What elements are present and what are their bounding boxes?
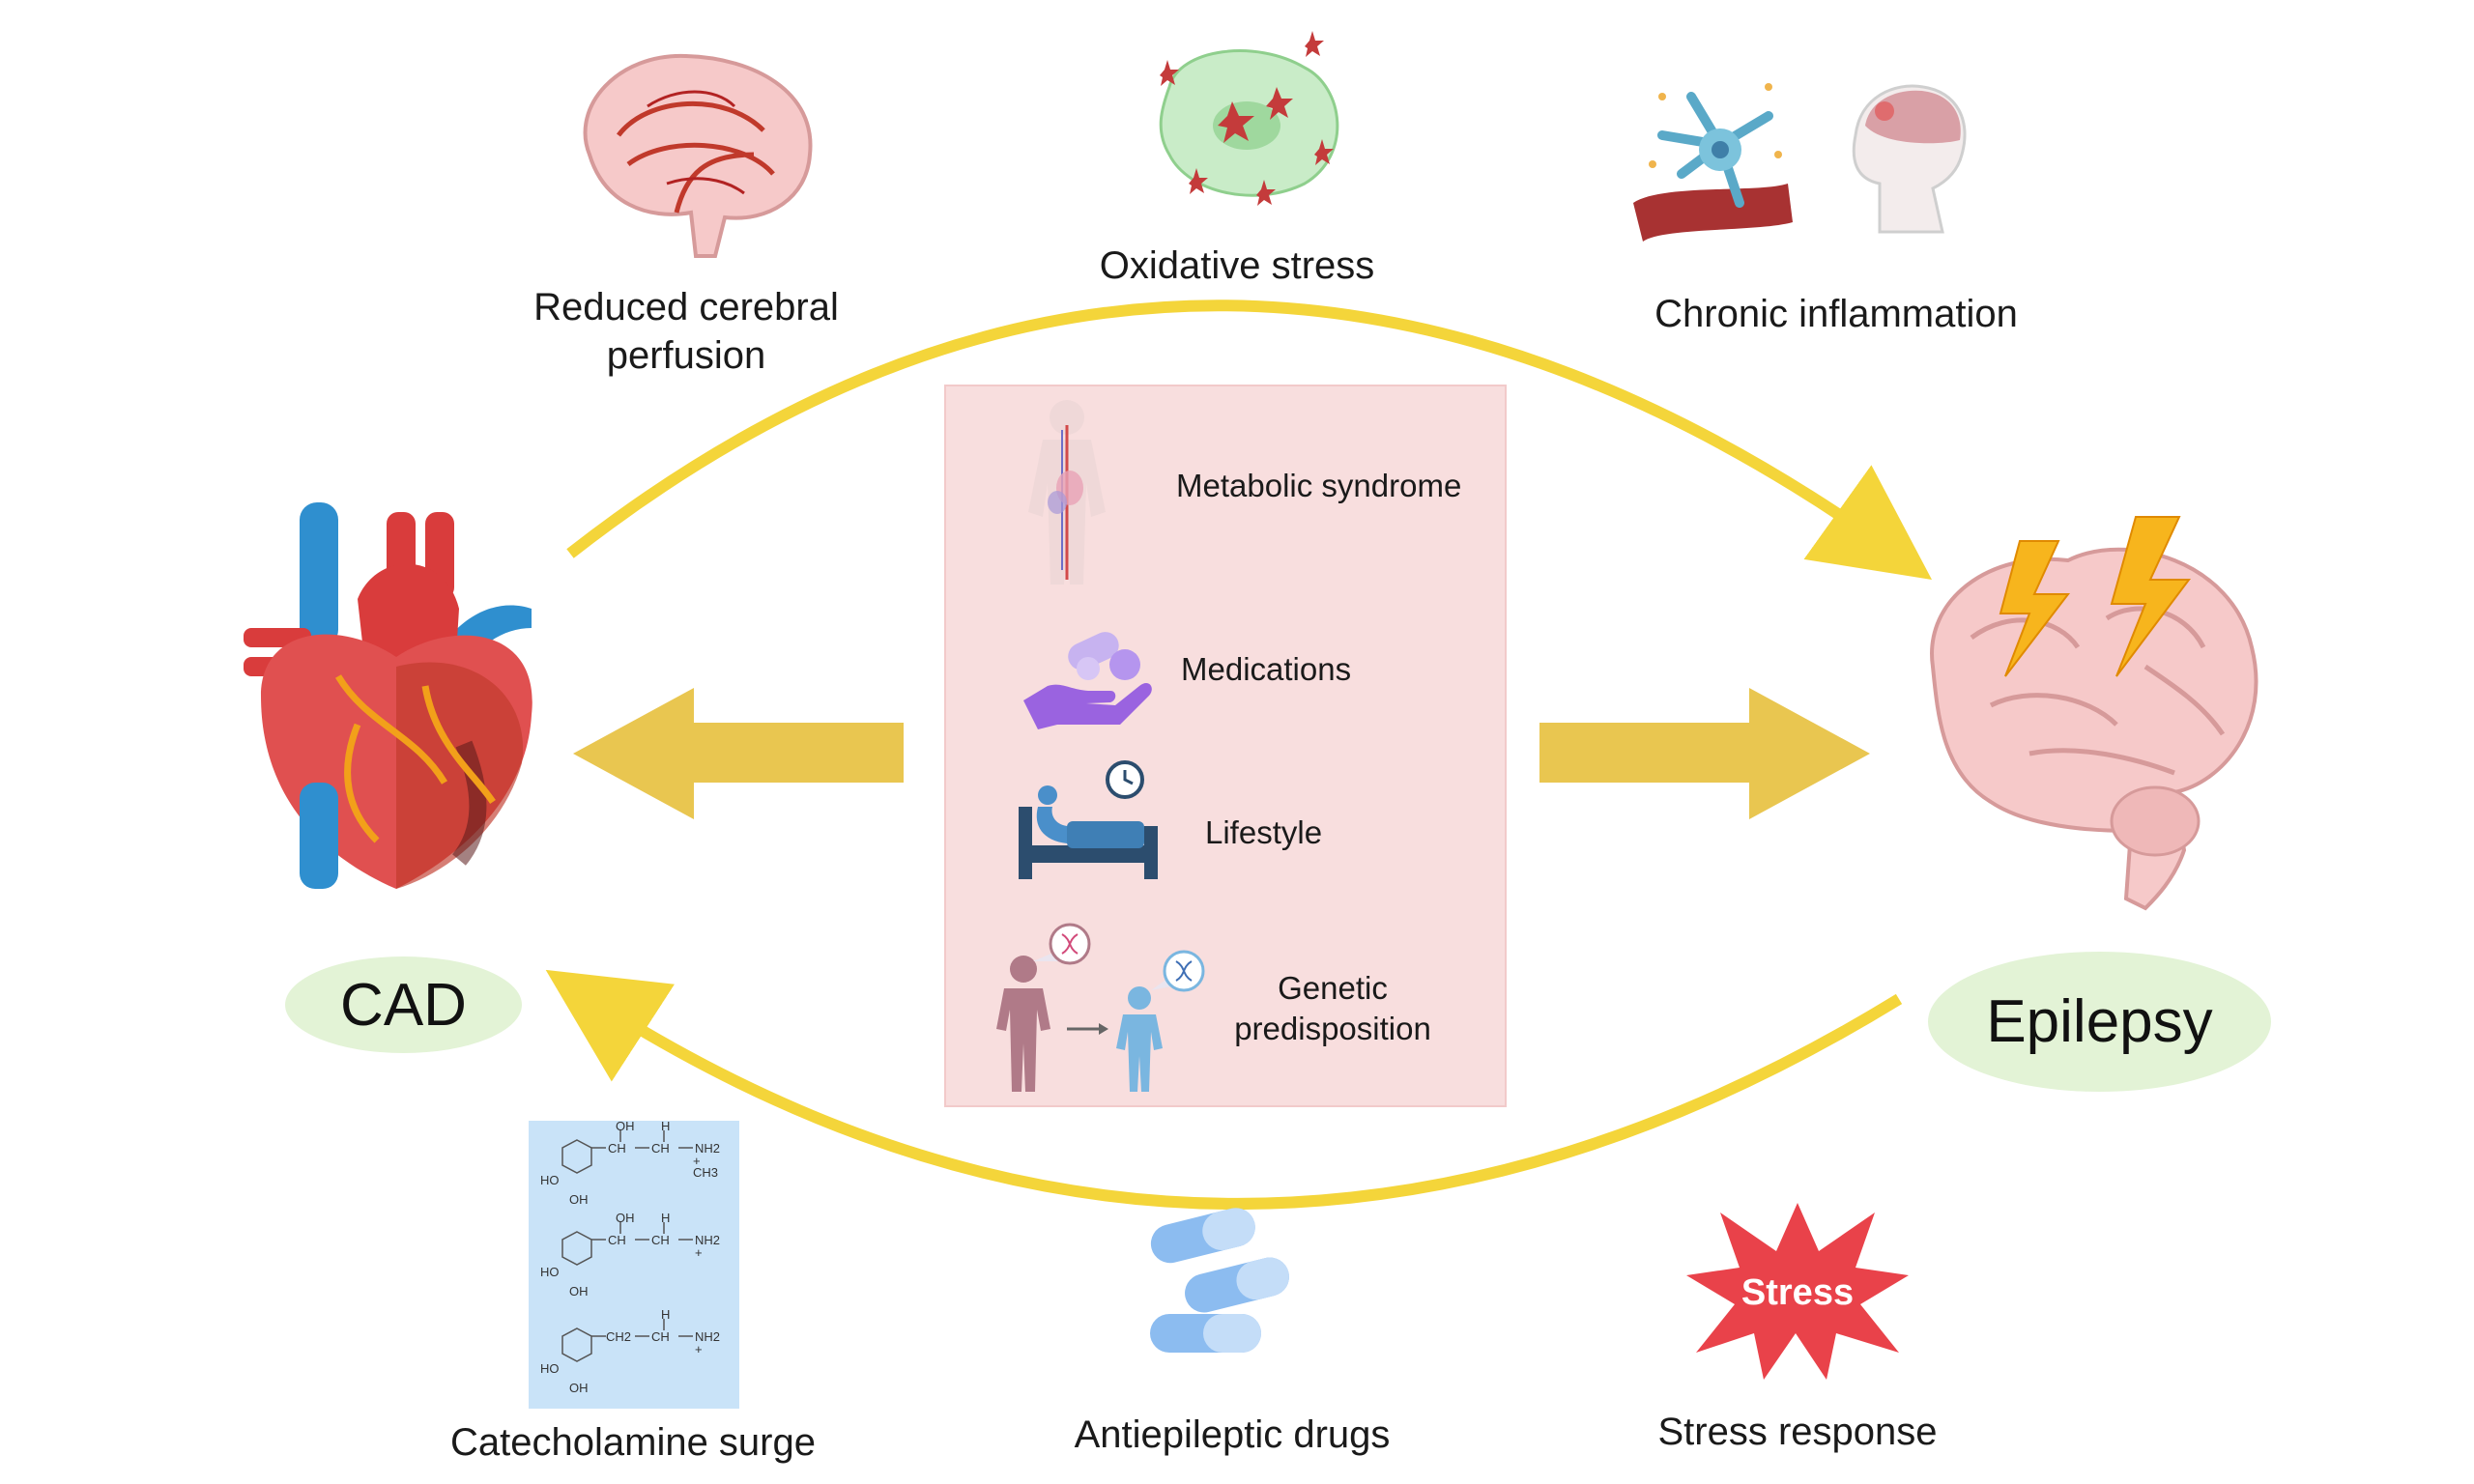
stress-burst-icon: Stress (1686, 1203, 1909, 1380)
svg-text:HO: HO (540, 1173, 560, 1187)
svg-text:HO: HO (540, 1361, 560, 1376)
brain-perfusion-icon (583, 53, 813, 258)
epilepsy-label: Epilepsy (1986, 988, 2213, 1055)
svg-text:CH: CH (608, 1141, 626, 1156)
epileptic-brain-icon (1930, 516, 2258, 911)
medications-hand-icon (1023, 632, 1152, 729)
svg-text:OH: OH (616, 1211, 635, 1225)
cad-label: CAD (340, 971, 467, 1039)
genetic-inheritance-icon (996, 923, 1205, 1092)
svg-text:CH: CH (651, 1141, 670, 1156)
label-metabolic-syndrome: Metabolic syndrome (1176, 468, 1462, 503)
svg-text:CH: CH (608, 1233, 626, 1247)
svg-text:OH: OH (569, 1381, 589, 1395)
label-lifestyle: Lifestyle (1205, 814, 1323, 850)
svg-text:CH2: CH2 (606, 1329, 631, 1344)
left-block-arrow (573, 688, 904, 819)
svg-text:HO: HO (540, 1265, 560, 1279)
svg-text:+: + (693, 1154, 701, 1168)
svg-text:NH2: NH2 (695, 1233, 720, 1247)
right-block-arrow (1539, 688, 1870, 819)
top-arc-cad-to-epilepsy (566, 300, 1933, 580)
label-genetic-predisposition: Genetic predisposition (1234, 970, 1431, 1046)
svg-text:+: + (695, 1245, 703, 1260)
antiepileptic-pills-icon (1150, 1208, 1289, 1353)
label-stress-response: Stress response (1657, 1411, 1938, 1453)
svg-text:+: + (695, 1342, 703, 1356)
svg-text:NH2: NH2 (695, 1329, 720, 1344)
svg-text:CH: CH (651, 1329, 670, 1344)
cad-node: CAD (285, 956, 522, 1053)
catecholamine-structures-icon: OH H CH CH NH2 CH3 + HO OH OH H CH CH NH… (529, 1121, 739, 1409)
stress-badge-text: Stress (1741, 1272, 1854, 1313)
lifestyle-sofa-icon (1019, 760, 1158, 879)
oxidative-stress-icon (1159, 31, 1339, 206)
label-oxidative-stress: Oxidative stress (1099, 244, 1375, 287)
chronic-inflammation-icon (1633, 83, 1967, 242)
body-metabolic-icon (1028, 400, 1106, 585)
epilepsy-node: Epilepsy (1928, 952, 2271, 1092)
heart-icon (244, 502, 532, 889)
svg-text:OH: OH (569, 1284, 589, 1298)
svg-text:NH2: NH2 (695, 1141, 720, 1156)
svg-text:CH3: CH3 (693, 1165, 718, 1180)
label-catecholamine-surge: Catecholamine surge (450, 1421, 816, 1464)
svg-text:OH: OH (616, 1121, 635, 1133)
label-antiepileptic-drugs: Antiepileptic drugs (1074, 1413, 1391, 1456)
risk-factors-panel: Metabolic syndrome Medications Lifestyle… (944, 385, 1507, 1107)
svg-text:CH: CH (651, 1233, 670, 1247)
svg-text:OH: OH (569, 1192, 589, 1207)
label-medications: Medications (1181, 651, 1352, 687)
svg-text:H: H (661, 1211, 670, 1225)
label-chronic-inflammation: Chronic inflammation (1654, 293, 2018, 335)
svg-text:H: H (661, 1121, 670, 1133)
label-reduced-perfusion: Reduced cerebral perfusion (533, 286, 839, 377)
svg-text:H: H (661, 1307, 670, 1322)
bottom-arc-epilepsy-to-cad (545, 969, 1903, 1210)
